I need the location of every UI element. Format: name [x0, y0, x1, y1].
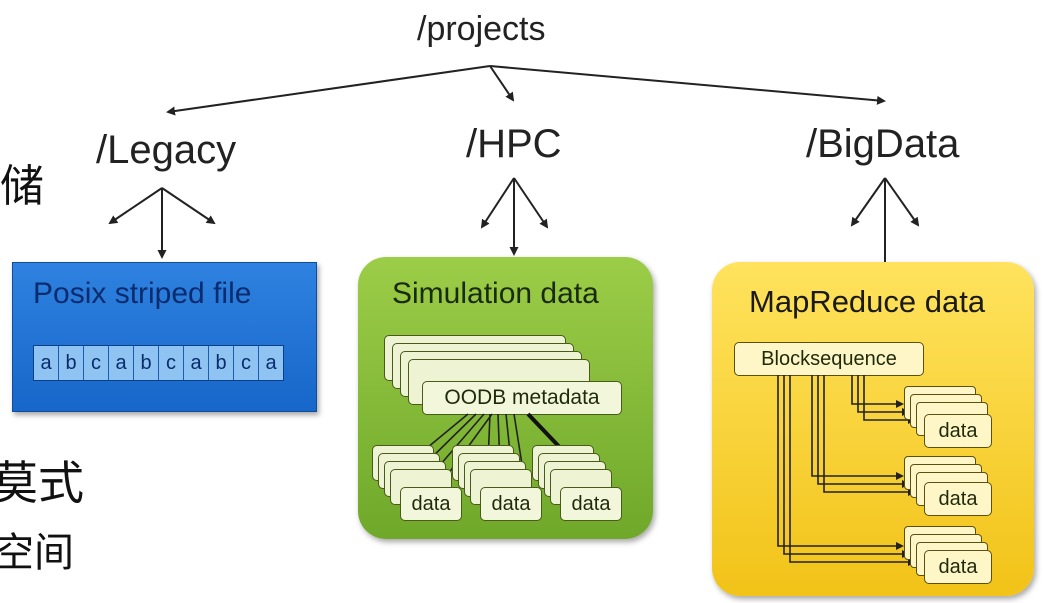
blocksequence-tag: Blocksequence — [734, 342, 924, 376]
hpc-box-title: Simulation data — [392, 277, 599, 310]
data-tag: data — [924, 414, 992, 448]
oodb-metadata-tag: OODB metadata — [422, 381, 622, 415]
branch-legacy-label: /Legacy — [96, 128, 237, 172]
stripe-cell: c — [158, 346, 183, 380]
data-tag: data — [924, 482, 992, 516]
stripe-cell: a — [108, 346, 133, 380]
stripe-cell: c — [233, 346, 258, 380]
stripe-cell: b — [58, 346, 83, 380]
legacy-posix-box: Posix striped file a b c a b c a b c a — [12, 262, 317, 412]
side-text-mid: 莫式 — [0, 456, 84, 510]
side-text-bottom: 空间 — [0, 530, 74, 576]
data-tag: data — [480, 487, 542, 521]
hpc-simulation-box: Simulation data OODB metadata — [358, 257, 653, 539]
data-tag: data — [400, 487, 462, 521]
stripe-cell: b — [208, 346, 233, 380]
arrow-root-hpc — [489, 65, 515, 102]
bigdata-mapreduce-box: MapReduce data Blocksequence — [712, 262, 1034, 596]
stripe-cell: c — [83, 346, 108, 380]
stripe-cell: a — [34, 346, 58, 380]
branch-hpc-label: /HPC — [466, 122, 562, 166]
arrow-root-legacy — [166, 65, 491, 116]
data-tag: data — [924, 550, 992, 584]
stripe-cell: a — [183, 346, 208, 380]
data-tag: data — [560, 487, 622, 521]
root-label: /projects — [417, 10, 546, 48]
branch-bigdata-label: /BigData — [806, 122, 960, 166]
stripe-cell: a — [258, 346, 283, 380]
arrow-root-bigdata — [489, 65, 886, 105]
bigdata-box-title: MapReduce data — [749, 284, 986, 319]
blocksequence-lines — [777, 375, 916, 566]
stripe-cell: b — [133, 346, 158, 380]
legacy-box-title: Posix striped file — [33, 277, 252, 310]
side-text-top: 储 — [0, 161, 44, 212]
stripe-row: a b c a b c a b c a — [33, 345, 284, 381]
